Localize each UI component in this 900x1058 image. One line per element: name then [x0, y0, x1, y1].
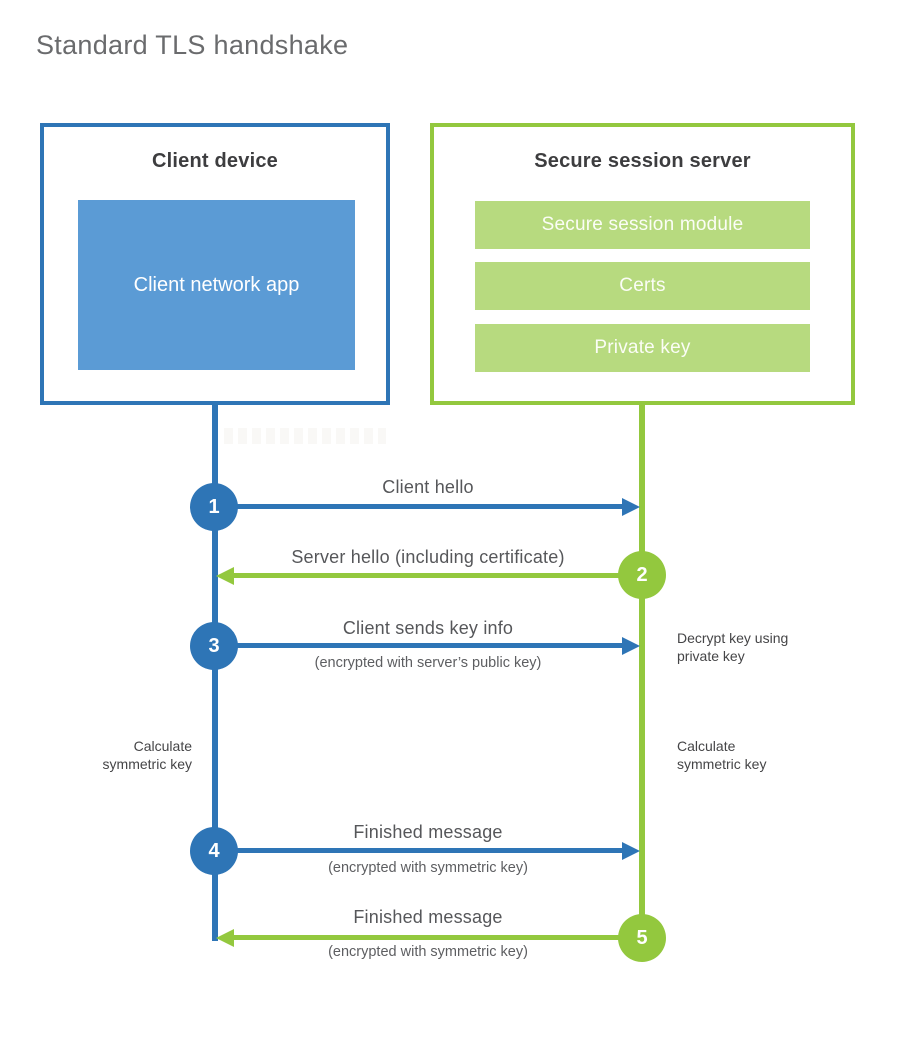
client-network-app-label: Client network app	[133, 273, 300, 296]
step-4-number: 4	[208, 839, 220, 862]
client-device-box: Client device Client network app	[40, 123, 390, 405]
annotation-decrypt-key: Decrypt key using private key	[677, 630, 788, 665]
server-heading: Secure session server	[534, 150, 751, 172]
step-3-label: Client sends key info	[342, 618, 514, 638]
page-title: Standard TLS handshake	[36, 30, 349, 60]
module-bar-secure-session-module: Secure session module	[475, 201, 810, 249]
step-3-number: 3	[208, 634, 220, 657]
client-device-heading: Client device	[152, 150, 278, 172]
annotation-calc-left-line2: symmetric key	[102, 755, 192, 772]
step-5-sublabel: (encrypted with symmetric key)	[328, 944, 528, 960]
module-bar-certs: Certs	[475, 262, 810, 310]
annotation-decrypt-key-line1: Decrypt key using	[677, 630, 789, 646]
step-circle-4: 4	[190, 827, 238, 875]
annotation-decrypt-key-line2: private key	[677, 647, 745, 664]
step-circle-3: 3	[190, 622, 238, 670]
step-4-sublabel: (encrypted with symmetric key)	[328, 860, 528, 876]
annotation-calc-symmetric-left: Calculate symmetric key	[55, 738, 192, 773]
annotation-calc-right-line1: Calculate	[677, 738, 736, 754]
step-circle-1: 1	[190, 483, 238, 531]
client-network-app-box: Client network app	[78, 200, 355, 370]
annotation-calc-left-line1: Calculate	[133, 738, 192, 754]
step-5-label: Finished message	[353, 907, 503, 927]
step-4-arrowhead-right-icon	[622, 842, 640, 860]
step-1-arrow-shaft	[214, 504, 624, 509]
step-circle-5: 5	[618, 914, 666, 962]
step-4-label: Finished message	[353, 822, 503, 842]
step-2-arrowhead-left-icon	[216, 567, 234, 585]
step-3-arrowhead-right-icon	[622, 637, 640, 655]
step-5-number: 5	[636, 926, 648, 949]
faded-artifact	[224, 428, 386, 444]
annotation-calc-symmetric-right: Calculate symmetric key	[677, 738, 766, 773]
client-lifeline	[212, 405, 218, 941]
step-1-number: 1	[208, 495, 220, 518]
server-lifeline	[639, 405, 645, 938]
secure-session-server-box: Secure session server Secure session mod…	[430, 123, 855, 405]
step-3-sublabel: (encrypted with server’s public key)	[314, 655, 542, 671]
annotation-calc-right-line2: symmetric key	[677, 755, 767, 772]
step-circle-2: 2	[618, 551, 666, 599]
step-1-arrowhead-right-icon	[622, 498, 640, 516]
step-2-label: Server hello (including certificate)	[291, 547, 565, 567]
step-2-arrow-shaft	[234, 573, 642, 578]
step-5-arrowhead-left-icon	[216, 929, 234, 947]
step-3-arrow-shaft	[214, 643, 624, 648]
step-5-arrow-shaft	[234, 935, 642, 940]
step-4-arrow-shaft	[214, 848, 624, 853]
step-1-label: Client hello	[382, 477, 474, 497]
step-2-number: 2	[636, 563, 648, 586]
module-bar-private-key: Private key	[475, 324, 810, 372]
